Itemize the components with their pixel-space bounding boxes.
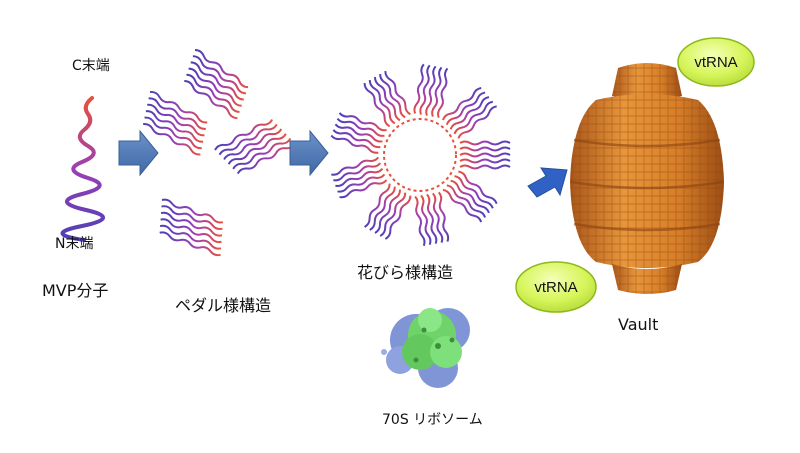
petal-ring bbox=[329, 63, 511, 247]
petal-structure-label: 花びら様構造 bbox=[357, 263, 454, 282]
vtrna-bottom-label: vtRNA bbox=[534, 279, 577, 296]
arrow-2 bbox=[289, 129, 329, 177]
vtrna-top-label: vtRNA bbox=[694, 54, 737, 71]
c-terminus-label: C末端 bbox=[72, 58, 110, 74]
vtrna-bubble-bottom: vtRNA bbox=[515, 261, 597, 313]
arrow-3 bbox=[527, 167, 568, 198]
vault-label: Vault bbox=[618, 315, 659, 334]
vtrna-bubble-top: vtRNA bbox=[677, 37, 755, 87]
mvp-molecule-label: MVP分子 bbox=[42, 281, 109, 300]
vault-particle bbox=[570, 63, 724, 294]
n-terminus-label: N末端 bbox=[55, 236, 94, 252]
ribosome-label: 70S リボソーム bbox=[382, 412, 483, 428]
pedal-structures bbox=[133, 47, 297, 258]
ribosome-image bbox=[381, 308, 470, 388]
arrow-1 bbox=[118, 129, 159, 177]
pedal-structure-label: ペダル様構造 bbox=[175, 296, 272, 315]
mvp-molecule bbox=[60, 96, 105, 242]
